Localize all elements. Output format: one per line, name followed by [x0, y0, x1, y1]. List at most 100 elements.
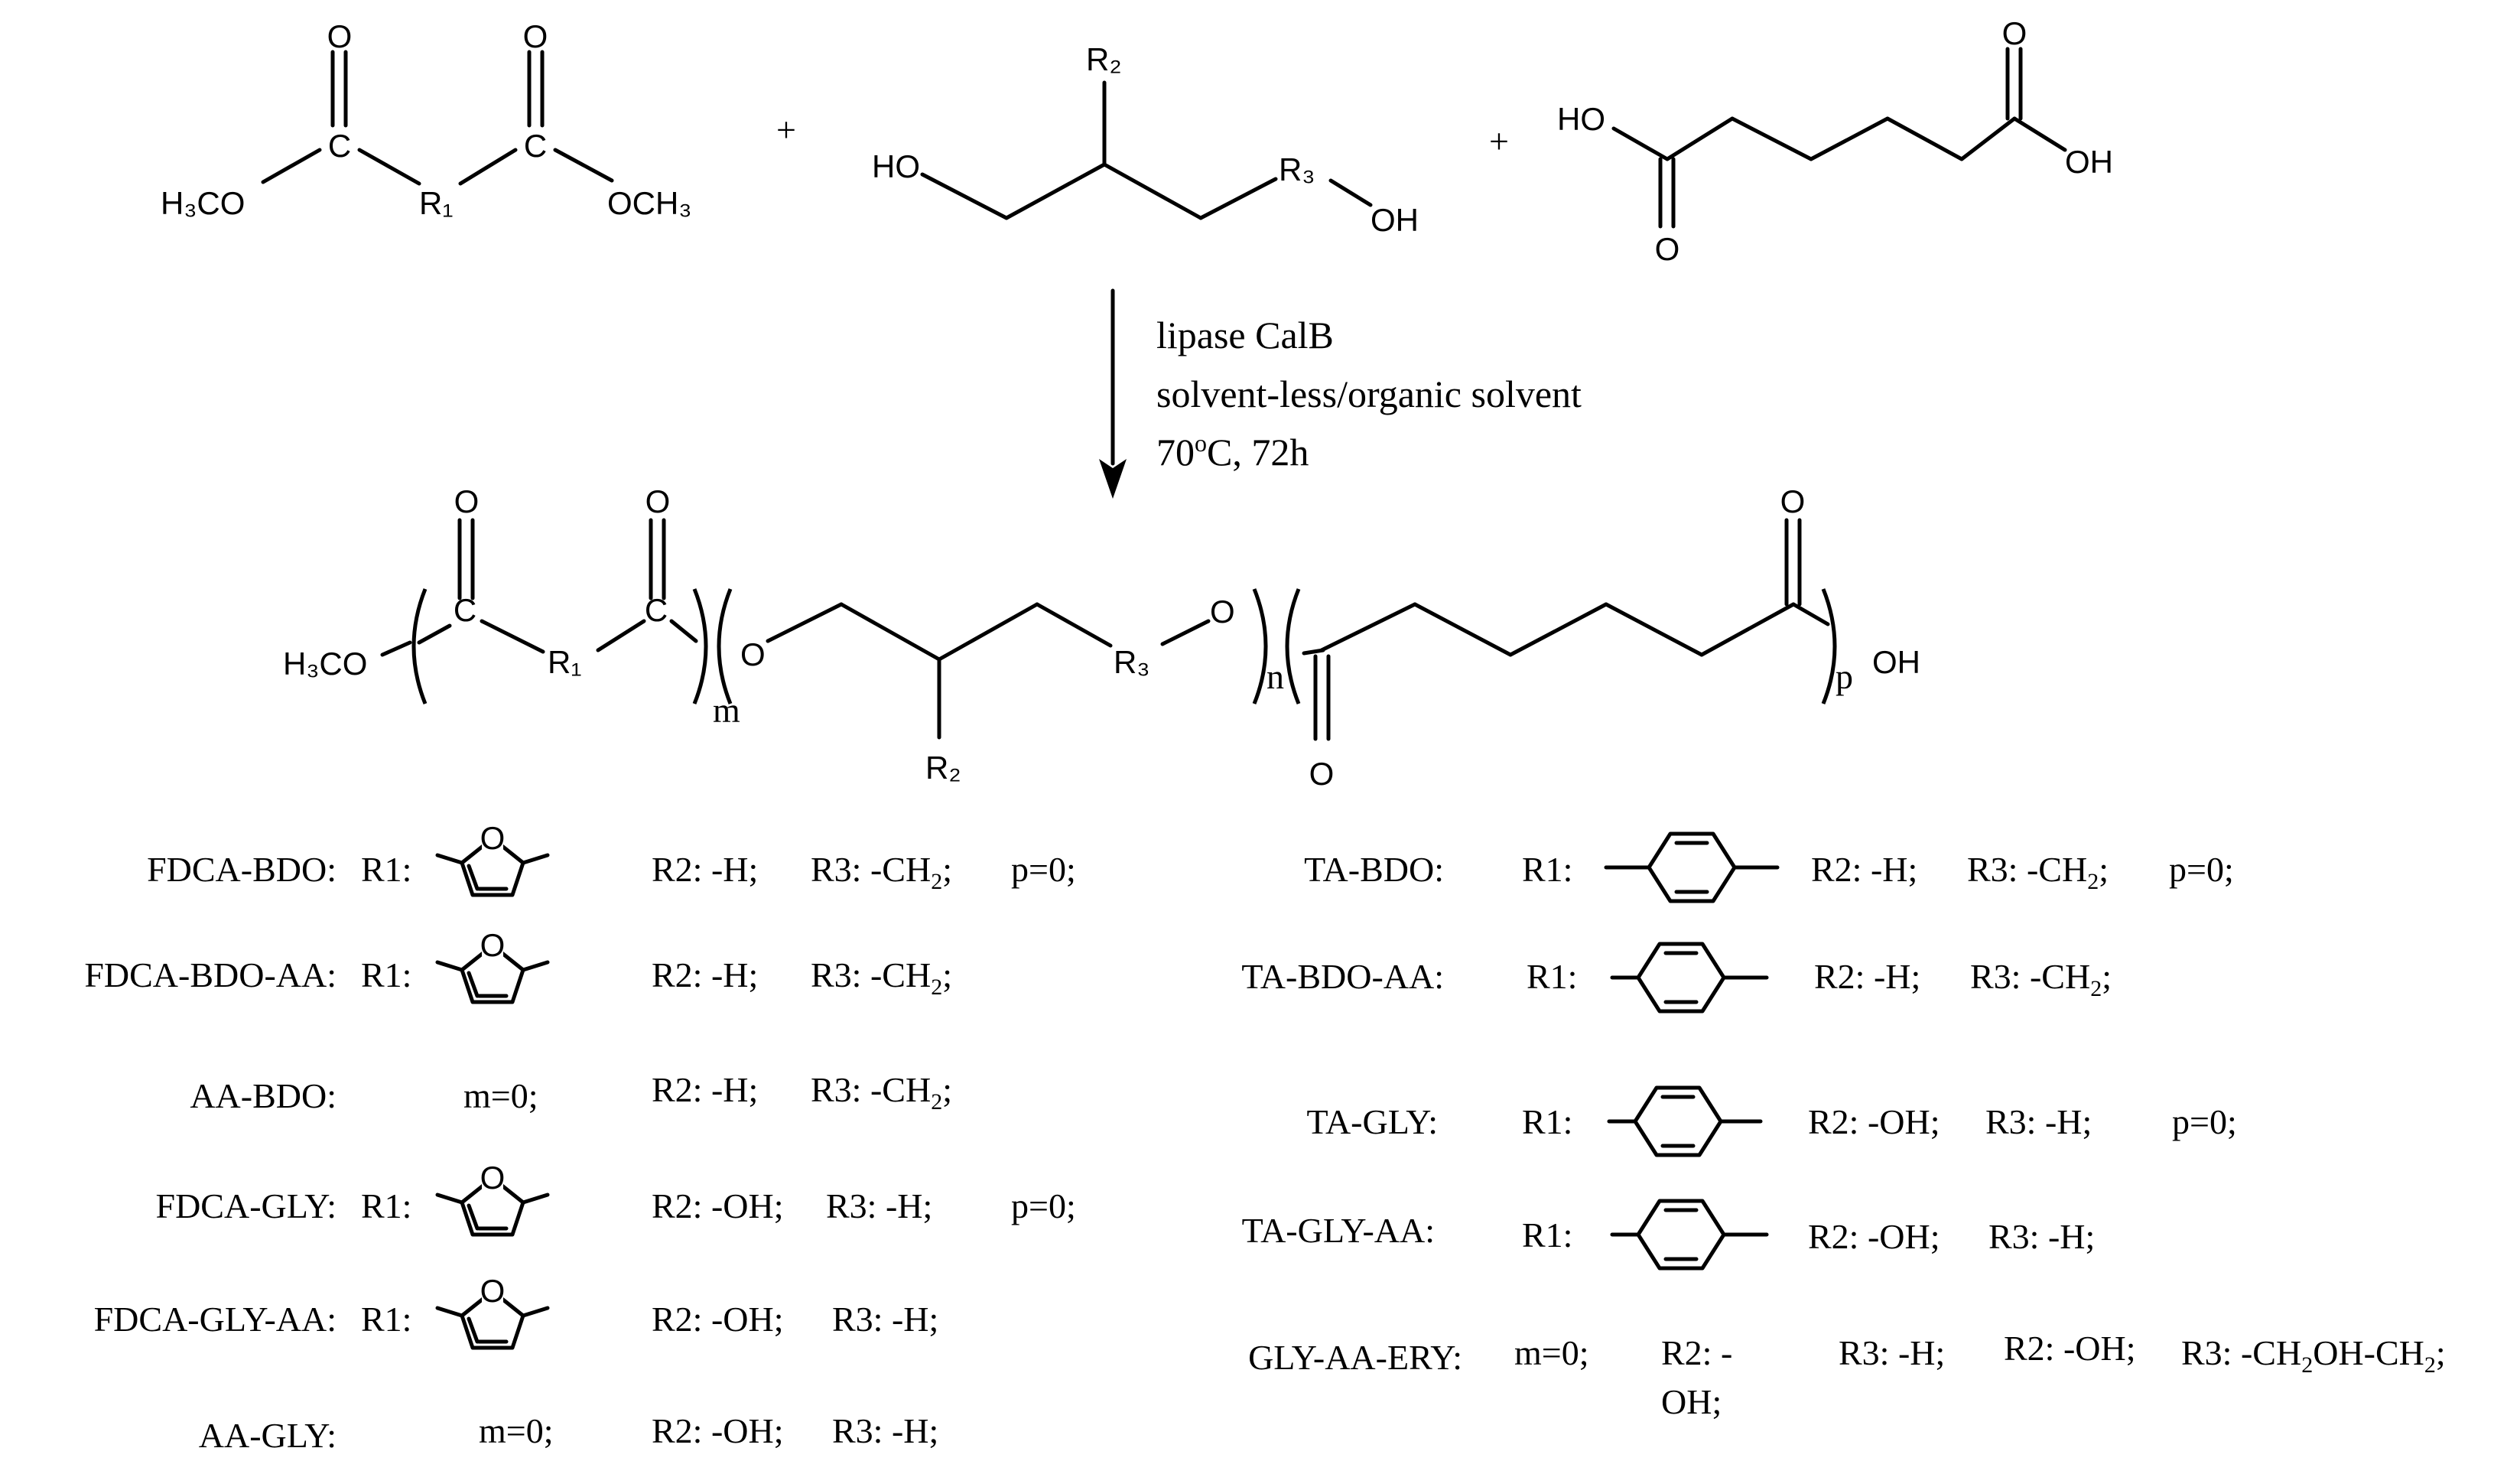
- polymer-name: FDCA-GLY-AA:: [94, 1300, 337, 1339]
- m-text: m=0;: [479, 1411, 554, 1450]
- product-carbonyl-o-2: O: [645, 483, 671, 519]
- furan-icon: O: [435, 1273, 550, 1350]
- product-oh: OH: [1872, 644, 1920, 680]
- r2-text: R2: -OH;: [652, 1186, 784, 1225]
- right-polymer-list: TA-BDO: R1: R2: -H; R3: -CH2; p=0; TA-BD…: [1241, 831, 2446, 1421]
- r3-text: R3: -H;: [1988, 1217, 2095, 1256]
- r3-text-2: R3: -CH2OH-CH2;: [2181, 1333, 2446, 1378]
- subscript-n: n: [1267, 657, 1284, 696]
- paren-n-open: [717, 588, 733, 704]
- adipic-carbonyl-o-1: O: [1655, 231, 1680, 267]
- benzene-icon: [1604, 831, 1780, 903]
- entry-fdca-gly-aa: FDCA-GLY-AA: R1: O R2: -OH; R3: -H;: [94, 1273, 938, 1350]
- r2-text: R2: -H;: [1814, 957, 1920, 996]
- p-text: p=0;: [1011, 1186, 1076, 1225]
- r1-label: R1:: [361, 1300, 411, 1339]
- entry-ta-bdo: TA-BDO: R1: R2: -H; R3: -CH2; p=0;: [1304, 831, 2234, 903]
- entry-ta-gly: TA-GLY: R1: R2: -OH; R3: -H; p=0;: [1307, 1085, 2237, 1157]
- diol-r2: R₂: [1086, 41, 1122, 77]
- adipic-oh: OH: [2065, 144, 2113, 180]
- reaction-arrow: [1099, 288, 1127, 499]
- r3-text: R3: -H;: [826, 1186, 932, 1225]
- plus-sign-1: +: [776, 110, 796, 149]
- polymer-name: TA-GLY:: [1307, 1102, 1438, 1141]
- entry-gly-aa-ery: GLY-AA-ERY: m=0; R2: - OH; R3: -H; R2: -…: [1248, 1329, 2446, 1421]
- entry-fdca-bdo: FDCA-BDO: R1: O R2: -H; R3: -CH2; p=0;: [147, 820, 1076, 897]
- m-text: m=0;: [463, 1076, 538, 1115]
- polymer-name: FDCA-GLY:: [155, 1186, 337, 1225]
- product-carbonyl-o-3: O: [1309, 756, 1335, 792]
- r2-text: R2: -OH;: [1808, 1102, 1940, 1141]
- r1-label: R1:: [1522, 1215, 1572, 1254]
- paren-m-close: [692, 588, 708, 704]
- furan-oxygen: O: [480, 927, 506, 963]
- diester-carbonyl-o-1: O: [327, 18, 353, 54]
- adipic-ho: HO: [1557, 101, 1605, 137]
- r3-text: R3: -CH2;: [811, 1070, 952, 1114]
- r1-label: R1:: [1522, 1102, 1572, 1141]
- product-ester-o-1: O: [740, 636, 766, 672]
- product-h3co: H₃CO: [283, 646, 367, 682]
- furan-oxygen: O: [480, 1273, 506, 1309]
- left-polymer-list: FDCA-BDO: R1: O R2: -H; R3: -CH2; p=0; F…: [84, 820, 1075, 1455]
- diester-carbon-2: C: [524, 128, 547, 164]
- r2-text: R2: -OH;: [1808, 1217, 1940, 1256]
- r2-text-2: R2: -OH;: [2004, 1329, 2136, 1368]
- polymer-name: TA-GLY-AA:: [1242, 1211, 1435, 1250]
- r1-label: R1:: [1522, 850, 1572, 889]
- r1-label: R1:: [361, 1186, 411, 1225]
- paren-p-close: [1821, 588, 1837, 704]
- polymer-name: TA-BDO-AA:: [1241, 957, 1444, 996]
- r2-text: R2: -H;: [1811, 850, 1917, 889]
- furan-oxygen: O: [480, 820, 506, 856]
- paren-p-open: [1285, 588, 1301, 704]
- entry-fdca-gly: FDCA-GLY: R1: O R2: -OH; R3: -H; p=0;: [155, 1160, 1076, 1237]
- diester-r1: R₁: [419, 185, 454, 221]
- r3-text: R3: -CH2;: [811, 850, 952, 894]
- furan-icon: O: [435, 820, 550, 897]
- r3-text: R3: -H;: [832, 1411, 938, 1450]
- diol-ho: HO: [872, 148, 920, 184]
- paren-m-open: [411, 588, 428, 704]
- r1-label: R1:: [361, 955, 411, 994]
- r2-text: R2: -H;: [652, 955, 758, 994]
- benzene-icon: [1610, 942, 1769, 1014]
- m-text: m=0;: [1514, 1333, 1589, 1372]
- r3-text: R3: -CH2;: [1967, 850, 2109, 894]
- polymer-name: AA-GLY:: [199, 1416, 337, 1455]
- furan-icon: O: [435, 927, 550, 1004]
- r2-text: R2: -OH;: [652, 1300, 784, 1339]
- diol-oh: OH: [1371, 202, 1419, 238]
- r1-label: R1:: [1527, 957, 1577, 996]
- polymer-name: FDCA-BDO-AA:: [84, 955, 337, 994]
- diol-r3: R₃: [1279, 151, 1315, 187]
- furan-icon: O: [435, 1160, 550, 1237]
- r3-text: R3: -H;: [1985, 1102, 2092, 1141]
- product-carbonyl-o-4: O: [1780, 483, 1806, 519]
- r3-text: R3: -CH2;: [811, 955, 952, 1000]
- entry-aa-gly: AA-GLY: m=0; R2: -OH; R3: -H;: [199, 1411, 939, 1455]
- plus-sign-2: +: [1489, 122, 1509, 161]
- p-text: p=0;: [1011, 850, 1076, 889]
- polymer-name: GLY-AA-ERY:: [1248, 1338, 1462, 1377]
- condition-solvent: solvent-less/organic solvent: [1156, 373, 1582, 415]
- r2-text: R2: -H;: [652, 850, 758, 889]
- condition-temperature-time: 70oC, 72h: [1156, 429, 1309, 473]
- subscript-p: p: [1836, 657, 1853, 696]
- r2-text-part1: R2: -: [1661, 1333, 1732, 1372]
- r3-text: R3: -H;: [832, 1300, 938, 1339]
- r1-label: R1:: [361, 850, 411, 889]
- benzene-icon: [1607, 1085, 1763, 1157]
- diester-carbon-1: C: [328, 128, 351, 164]
- condition-enzyme: lipase CalB: [1156, 314, 1334, 356]
- product-r3: R₃: [1114, 644, 1149, 680]
- diester-h3co: H₃CO: [161, 185, 245, 221]
- adipic-carbonyl-o-2: O: [2002, 15, 2027, 51]
- diester-reactant: O O C C H₃CO R₁ OCH₃: [161, 18, 691, 221]
- product-carbonyl-o-1: O: [454, 483, 480, 519]
- polymer-name: FDCA-BDO:: [147, 850, 337, 889]
- diester-carbonyl-o-2: O: [523, 18, 548, 54]
- entry-ta-gly-aa: TA-GLY-AA: R1: R2: -OH; R3: -H;: [1242, 1199, 2095, 1271]
- product-r1: R₁: [548, 644, 582, 680]
